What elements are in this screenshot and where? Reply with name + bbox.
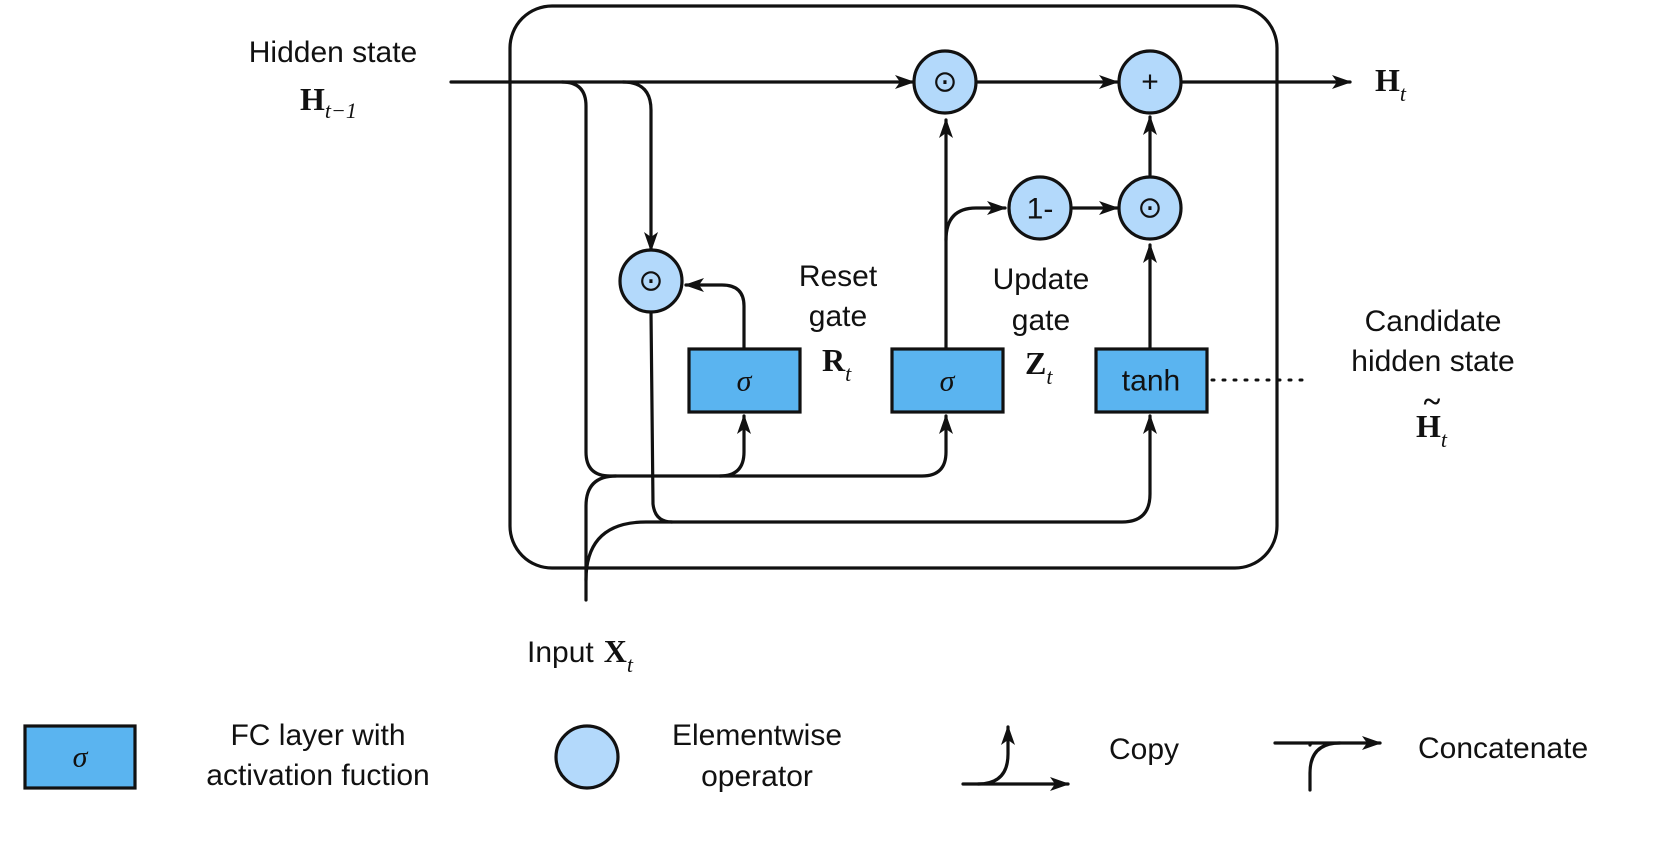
plus-glyph: + — [1141, 66, 1159, 99]
legend-fc-layer: σ FC layer with activation fuction — [23, 719, 430, 792]
reset-gate-symbol: Rt — [822, 342, 852, 386]
reset-gate-label-1: Reset — [799, 260, 878, 293]
hidden-state-symbol: Ht−1 — [300, 81, 357, 123]
legend-concatenate-label: Concatenate — [1418, 732, 1588, 765]
right-hadamard-operator: ⊙ — [1117, 175, 1183, 241]
candidate-tanh-box: tanh — [1094, 347, 1209, 414]
update-sigma-glyph: σ — [940, 365, 956, 398]
tanh-label: tanh — [1122, 365, 1180, 398]
left-hadamard-operator: ⊙ — [618, 248, 684, 314]
legend-elementwise: Elementwise operator — [554, 719, 842, 793]
legend-concat-branch — [1308, 741, 1342, 792]
update-gate-fc-box: σ — [890, 347, 1005, 414]
reset-gate-label-2: gate — [809, 300, 867, 333]
left-hadamard-down-line — [649, 310, 674, 524]
candidate-label-2: hidden state — [1351, 345, 1514, 378]
legend-fc-label-2: activation fuction — [206, 759, 429, 792]
input-concat-line-1 — [584, 474, 618, 602]
candidate-tilde: ~ — [1424, 383, 1441, 419]
hidden-to-update-arrow — [718, 414, 953, 478]
plus-operator: + — [1117, 49, 1183, 115]
update-gate-label-1: Update — [993, 263, 1090, 296]
connections — [449, 75, 1352, 602]
output-symbol: Ht — [1375, 62, 1407, 106]
gru-cell-boundary — [508, 4, 1279, 570]
candidate-label-1: Candidate — [1365, 305, 1502, 338]
update-gate-label-2: gate — [1012, 304, 1070, 337]
legend-fc-label-1: FC layer with — [230, 719, 405, 752]
candidate-symbol: Ht — [1416, 408, 1448, 452]
legend: σ FC layer with activation fuction Eleme… — [23, 719, 1588, 793]
update-to-one-minus-arrow — [944, 201, 1007, 242]
legend-concatenate: Concatenate — [1273, 732, 1588, 792]
legend-copy: Copy — [961, 725, 1179, 791]
reset-gate-fc-box: σ — [687, 347, 802, 414]
legend-copy-label: Copy — [1109, 733, 1179, 766]
legend-elementwise-label-1: Elementwise — [672, 719, 842, 752]
reset-sigma-glyph: σ — [737, 365, 753, 398]
legend-elementwise-label-2: operator — [701, 760, 813, 793]
hidden-state-label: Hidden state — [249, 36, 417, 69]
hidden-to-reset-arrow — [560, 80, 751, 478]
one-minus-operator: 1- — [1007, 175, 1073, 241]
legend-fc-box — [23, 724, 137, 790]
reset-to-hadamard-arrow — [684, 278, 746, 350]
top-hadamard-glyph: ⊙ — [932, 66, 957, 99]
legend-copy-vertical-arrow — [976, 725, 1015, 786]
right-hadamard-glyph: ⊙ — [1137, 192, 1162, 225]
legend-fc-glyph: σ — [73, 741, 89, 774]
update-gate-symbol: Zt — [1025, 345, 1053, 389]
left-hadamard-glyph: ⊙ — [638, 265, 663, 298]
hidden-to-left-hadamard-arrow — [621, 80, 658, 252]
input-to-tanh-arrow — [584, 414, 1157, 582]
top-hadamard-operator: ⊙ — [912, 49, 978, 115]
one-minus-glyph: 1- — [1027, 193, 1054, 226]
legend-operator-circle — [554, 724, 620, 790]
